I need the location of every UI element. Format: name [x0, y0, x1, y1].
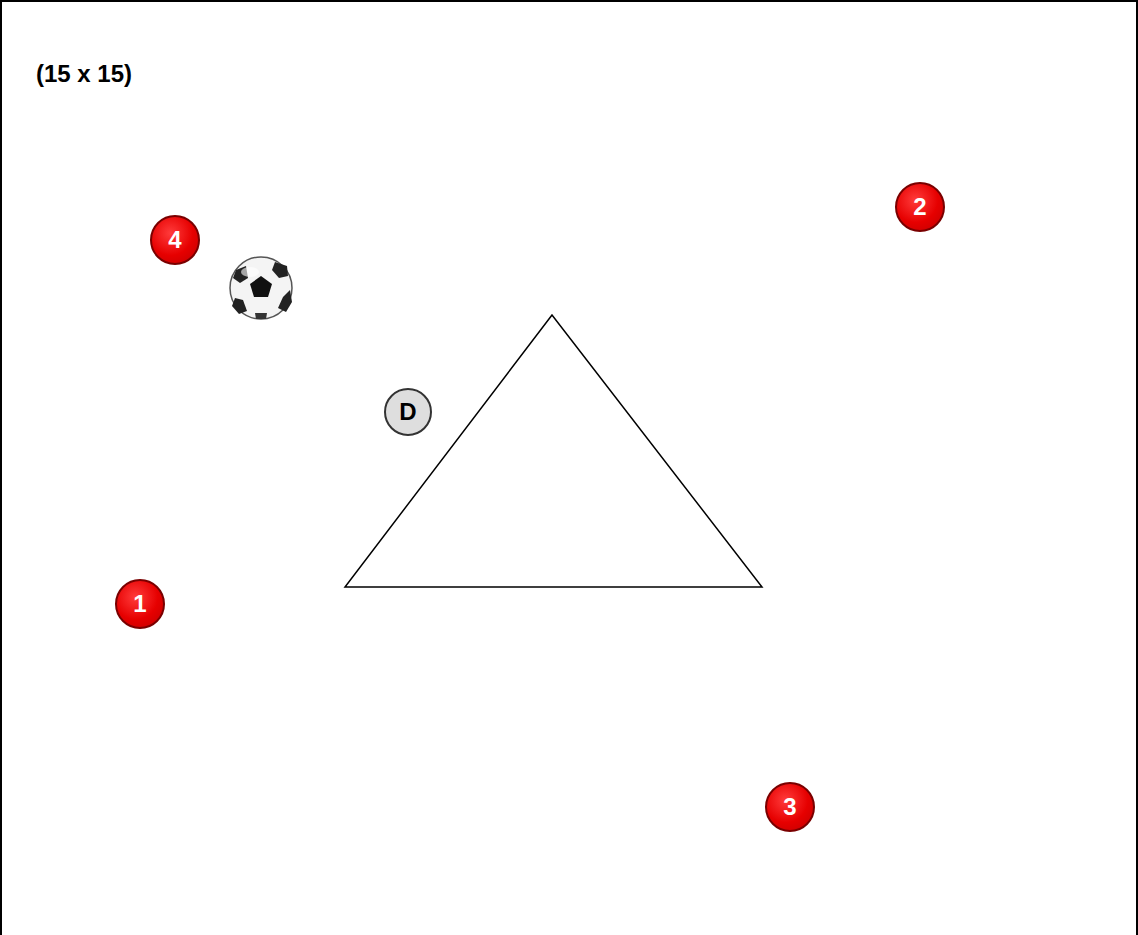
- cone-triangle: [345, 315, 762, 587]
- player-number: 4: [168, 228, 181, 252]
- player-number: 2: [913, 195, 926, 219]
- attacker-circle: 4: [150, 215, 200, 265]
- attacker-circle: 1: [115, 579, 165, 629]
- field-dimension: (15 x 15): [36, 60, 132, 88]
- attacker-circle: 3: [765, 782, 815, 832]
- player-number: 3: [783, 795, 796, 819]
- player-number: D: [399, 400, 416, 424]
- defender-circle: D: [384, 388, 432, 436]
- soccer-ball: [230, 257, 292, 319]
- player-number: 1: [133, 592, 146, 616]
- attacker-circle: 2: [895, 182, 945, 232]
